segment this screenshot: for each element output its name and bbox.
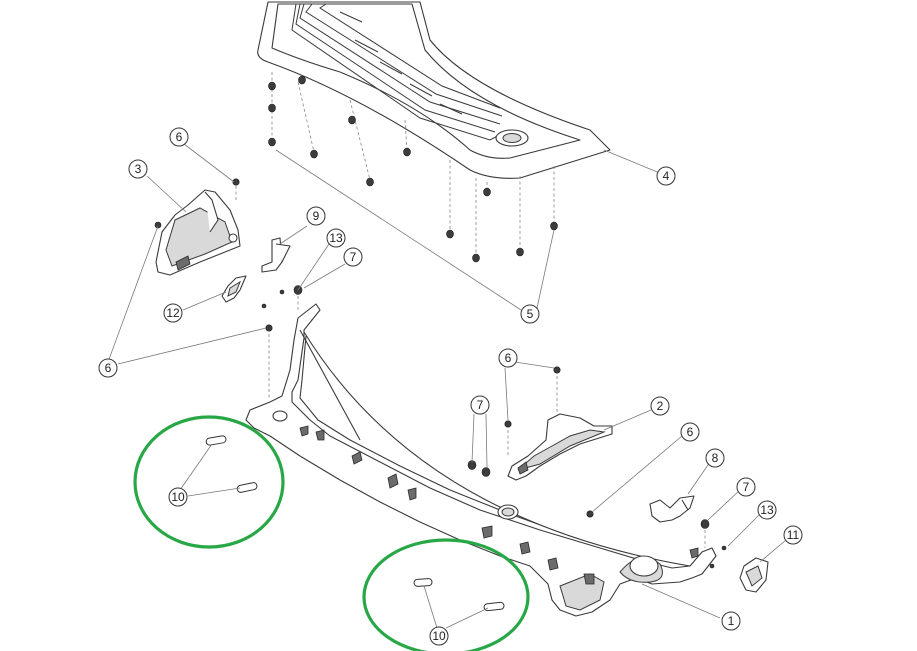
bracket-11 xyxy=(739,557,769,593)
callout-7-top: 7 xyxy=(343,247,363,267)
callout-13-label: 13 xyxy=(760,503,774,517)
highlight-ring-left xyxy=(133,415,285,549)
slot-seals-10 xyxy=(205,435,505,612)
callout-7-right: 7 xyxy=(736,477,756,497)
callout-12: 12 xyxy=(163,303,183,323)
highlight-ring-bottom xyxy=(362,538,530,651)
callout-5: 5 xyxy=(520,304,540,324)
callout-6-left: 6 xyxy=(98,358,118,378)
callout-4-label: 4 xyxy=(663,169,670,183)
callout-4: 4 xyxy=(656,166,676,186)
callout-9-label: 9 xyxy=(313,209,320,223)
callout-8: 8 xyxy=(705,448,725,468)
callout-10-label: 10 xyxy=(171,490,185,504)
callout-6-label: 6 xyxy=(687,425,694,439)
callout-7-center: 7 xyxy=(470,395,490,415)
callout-7-label: 7 xyxy=(350,250,357,264)
leader-lines xyxy=(107,143,787,629)
callout-6-right: 6 xyxy=(680,422,700,442)
callout-11: 11 xyxy=(783,525,803,545)
callout-6-label: 6 xyxy=(505,351,512,365)
callout-12-label: 12 xyxy=(166,306,180,320)
cowl-support-rail-1 xyxy=(245,303,717,617)
cowl-grille-panel xyxy=(257,1,611,179)
callout-2: 2 xyxy=(650,396,670,416)
callout-3-label: 3 xyxy=(135,162,142,176)
bracket-8 xyxy=(649,495,695,523)
callout-7-label: 7 xyxy=(477,398,484,412)
callout-10-label: 10 xyxy=(432,629,446,643)
callout-6-center: 6 xyxy=(498,348,518,368)
right-bracket-2 xyxy=(507,413,613,481)
callout-1-label: 1 xyxy=(728,614,735,628)
callout-6-label: 6 xyxy=(105,361,112,375)
bracket-12 xyxy=(221,275,247,303)
callout-10-bottom: 10 xyxy=(429,626,449,646)
callout-13-right: 13 xyxy=(757,500,777,520)
callout-13-top: 13 xyxy=(326,228,346,248)
callout-8-label: 8 xyxy=(712,451,719,465)
callout-1: 1 xyxy=(721,611,741,631)
clip-fasteners-5 xyxy=(268,75,558,263)
callout-2-label: 2 xyxy=(657,399,664,413)
bracket-9 xyxy=(261,237,291,273)
left-bracket-3 xyxy=(154,189,241,276)
callout-5-label: 5 xyxy=(527,307,534,321)
callout-10-left: 10 xyxy=(168,487,188,507)
callout-7-label: 7 xyxy=(743,480,750,494)
grille-slats xyxy=(291,3,506,141)
callout-3: 3 xyxy=(128,159,148,179)
callout-9: 9 xyxy=(306,206,326,226)
callout-11-label: 11 xyxy=(787,528,800,542)
callout-13-label: 13 xyxy=(329,231,343,245)
callout-6-top-left: 6 xyxy=(169,127,189,147)
highlight-rings xyxy=(133,415,530,651)
callout-6-label: 6 xyxy=(176,130,183,144)
